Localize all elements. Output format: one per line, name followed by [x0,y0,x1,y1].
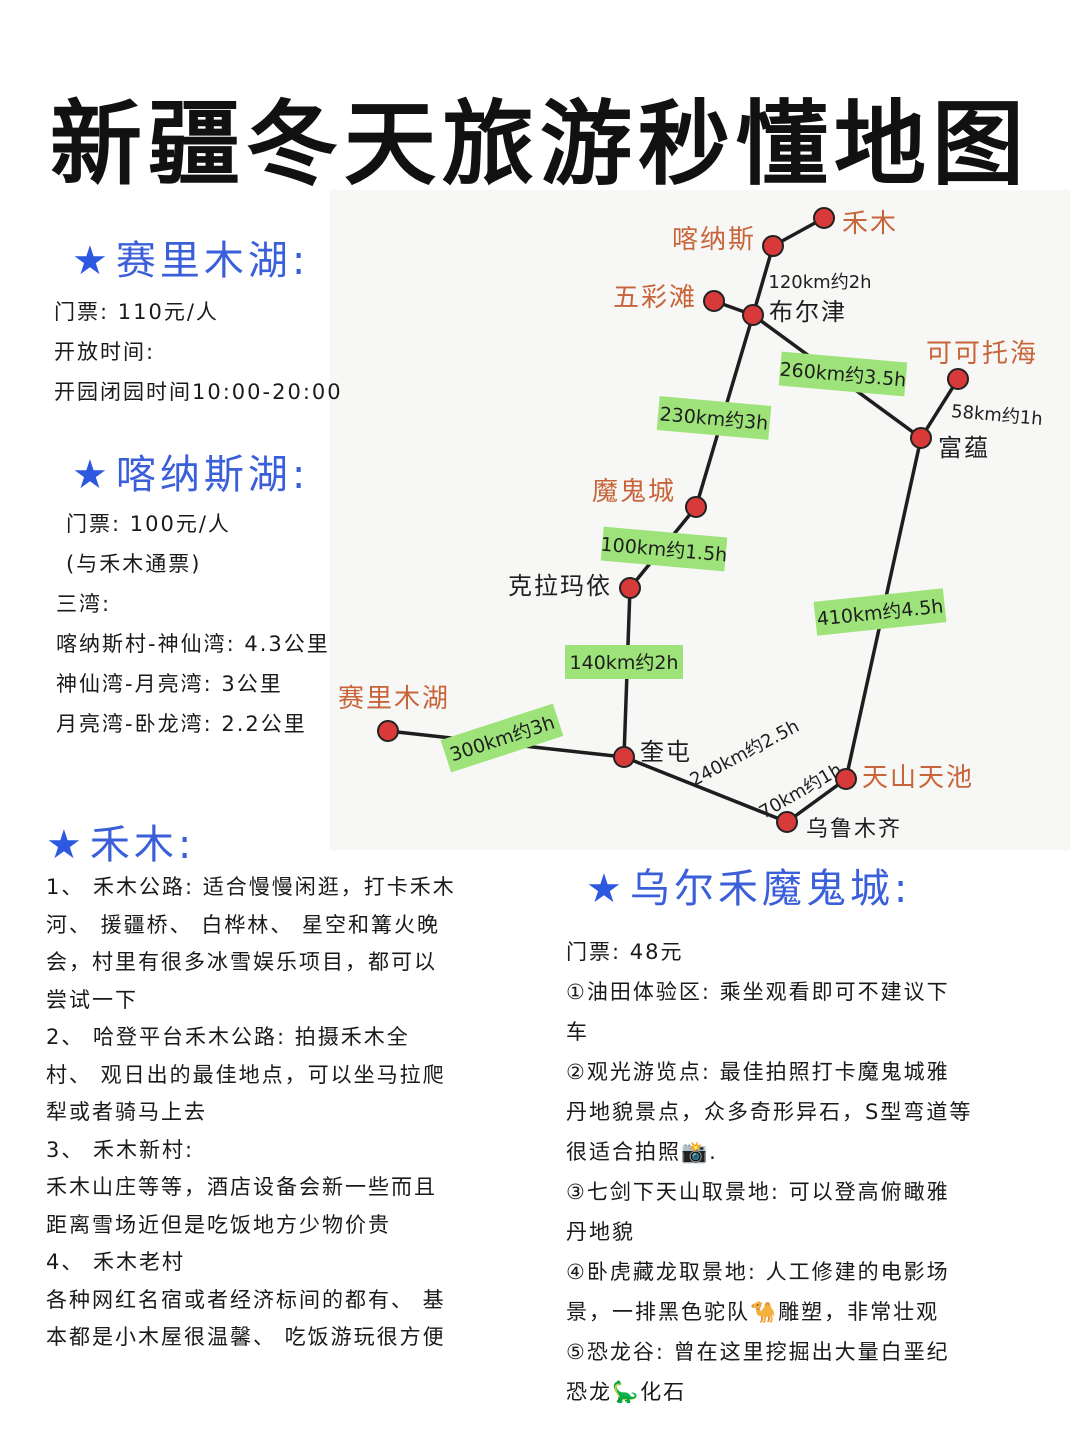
map-node-wucaitan [703,290,725,312]
map-node-hemu [813,207,835,229]
text-line: 很适合拍照📸. [566,1140,718,1164]
route-kuitun-urumqi [622,755,789,824]
text-line: 恐龙🦕化石 [566,1380,687,1404]
text-line: 三湾: [56,592,112,616]
section-kanas-title: ★喀纳斯湖: [72,452,310,498]
map-node-karamay [619,577,641,599]
section-hemu-body: 1、 禾木公路: 适合慢慢闲逛，打卡禾木 河、 援疆桥、 白桦林、 星空和篝火晚… [46,869,456,1357]
map-node-fuyun [910,427,932,449]
map-label-burqin: 布尔津 [769,298,847,326]
text-line: 4、 禾木老村 [46,1250,186,1274]
text-line: 车 [566,1020,589,1044]
page-title: 新疆冬天旅游秒懂地图 [49,91,1030,198]
distance-label-text: 120km约2h [768,272,871,293]
text-line: ①油田体验区: 乘坐观看即可不建议下 [566,980,950,1004]
distance-label-fuyun-koktokay: 58km约1h [950,401,1043,430]
text-line: 河、 援疆桥、 白桦林、 星空和篝火晚 [46,912,441,937]
section-hemu-title: ★禾木: [46,822,196,868]
text-line: 距离雪场近但是吃饭地方少物价贵 [46,1212,391,1237]
star-icon: ★ [46,822,86,868]
distance-label-bg [813,588,947,636]
map-node-kuitun [613,746,635,768]
distance-label-text: 240km约2.5h [687,716,803,791]
route-fuyun-koktokay [919,377,960,440]
text-line: 犁或者骑马上去 [46,1100,207,1124]
text-line: 喀纳斯村-神仙湾: 4.3公里 [56,632,330,656]
distance-label-bg [778,351,908,397]
map-node-sailimu [377,720,399,742]
distance-label-text: 140km约2h [570,652,679,674]
section-kanas-body: 门票: 100元/人 (与禾木通票) 三湾: 喀纳斯村-神仙湾: 4.3公里 神… [56,504,330,744]
map-label-wucaitan: 五彩滩 [613,283,697,313]
map-node-tianchi [835,768,857,790]
text-line: 各种网红名宿或者经济标间的都有、 基 [46,1287,446,1312]
distance-label-kuitun-urumqi: 240km约2.5h [687,716,803,791]
map-node-urumqi [776,811,798,833]
distance-label-burqin-kanas: 120km约2h [768,272,871,293]
route-burqin-kanas [751,244,775,317]
section-wuerhe-body: 门票: 48元 ①油田体验区: 乘坐观看即可不建议下 车 ②观光游览点: 最佳拍… [566,932,972,1412]
distance-label-bg [600,526,728,572]
distance-label-bg [440,703,564,773]
text-line: 开园闭园时间10:00-20:00 [54,380,343,404]
map-node-kanas [762,235,784,257]
distance-label-text: 58km约1h [950,401,1043,430]
text-line: 门票: 48元 [566,940,684,964]
text-line: 开放时间: [54,340,156,364]
map-label-urumqi: 乌鲁木齐 [806,817,902,842]
section-wuerhe-title: ★乌尔禾魔鬼城: [586,866,912,912]
map-label-koktokay: 可可托海 [926,339,1038,369]
text-line: 神仙湾-月亮湾: 3公里 [56,672,283,696]
map-node-burqin [742,304,764,326]
text-line: ⑤恐龙谷: 曾在这里挖掘出大量白垩纪 [566,1340,950,1364]
text-line: 2、 哈登平台禾木公路: 拍摄禾木全 [46,1025,410,1049]
text-line: ③七剑下天山取景地: 可以登高俯瞰雅 [566,1180,950,1204]
text-line: 丹地貌景点，众多奇形异石，S型弯道等 [566,1100,973,1124]
map-label-moguicheng: 魔鬼城 [592,477,676,507]
text-line: 会，村里有很多冰雪娱乐项目，都可以 [46,950,437,974]
map-label-kanas: 喀纳斯 [672,225,756,255]
map-label-tianchi: 天山天池 [862,763,974,793]
distance-label-burqin-moguicheng: 230km约3h [656,396,772,440]
text-line: ④卧虎藏龙取景地: 人工修建的电影场 [566,1260,950,1284]
star-icon: ★ [72,238,112,284]
map-label-hemu: 禾木 [842,209,898,239]
distance-label-burqin-fuyun: 260km约3.5h [778,351,908,397]
map-label-karamay: 克拉玛依 [508,572,612,600]
distance-label-bg [565,645,683,679]
text-line: 月亮湾-卧龙湾: 2.2公里 [56,712,307,736]
map-label-sailimu: 赛里木湖 [338,684,450,714]
map-label-fuyun: 富蕴 [938,434,990,462]
section-sailimu-title: ★赛里木湖: [72,238,310,284]
text-line: 门票: 110元/人 [54,300,219,324]
star-icon: ★ [72,452,112,498]
distance-label-karamay-kuitun: 140km约2h [565,645,683,679]
text-line: 村、 观日出的最佳地点，可以坐马拉爬 [46,1062,446,1087]
text-line: ②观光游览点: 最佳拍照打卡魔鬼城雅 [566,1060,950,1084]
text-line: 禾木山庄等等，酒店设备会新一些而且 [46,1175,437,1199]
distance-label-sailimu-kuitun: 300km约3h [440,703,564,773]
map-node-moguicheng [685,496,707,518]
text-line: 3、 禾木新村: [46,1137,195,1162]
distance-label-moguicheng-karamay: 100km约1.5h [600,526,728,572]
text-line: 丹地貌 [566,1220,635,1244]
map-node-koktokay [947,368,969,390]
map-label-kuitun: 奎屯 [640,738,692,766]
distance-label-fuyun-tianchi: 410km约4.5h [813,588,947,636]
section-sailimu-body: 门票: 110元/人 开放时间: 开园闭园时间10:00-20:00 [54,292,343,412]
distance-label-bg [656,396,772,440]
text-line: 尝试一下 [46,987,138,1012]
nodes-layer: 禾木喀纳斯五彩滩布尔津可可托海富蕴魔鬼城克拉玛依赛里木湖奎屯天山天池乌鲁木齐 [338,207,1038,842]
route-urumqi-tianchi [785,777,848,824]
text-line: 1、 禾木公路: 适合慢慢闲逛，打卡禾木 [46,875,456,899]
text-line: 景，一排黑色驼队🐪雕塑，非常壮观 [566,1300,940,1324]
star-icon: ★ [586,866,626,912]
text-line: (与禾木通票) [66,552,202,576]
text-line: 门票: 100元/人 [66,512,231,536]
text-line: 本都是小木屋很温馨、 吃饭游玩很方便 [46,1325,446,1349]
